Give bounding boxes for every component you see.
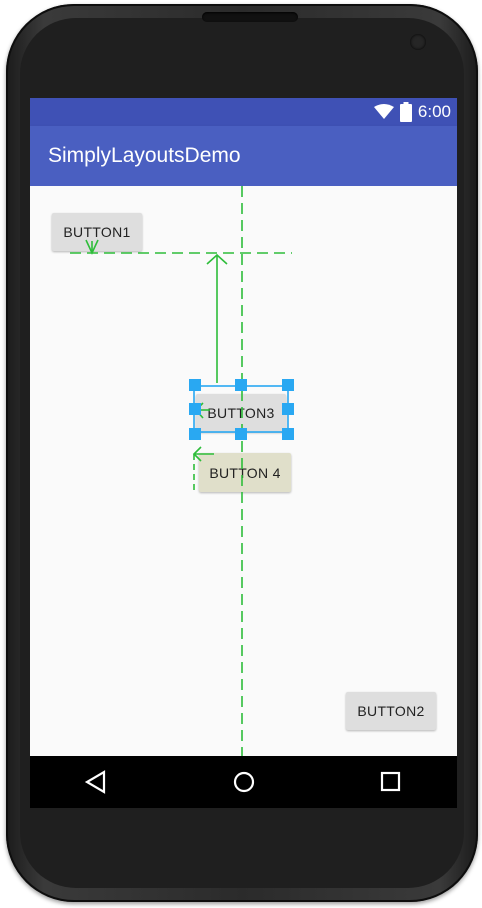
navigation-bar — [30, 756, 457, 808]
button1[interactable]: BUTTON1 — [52, 213, 142, 251]
battery-icon — [399, 102, 412, 122]
app-bar: SimplyLayoutsDemo — [30, 126, 457, 186]
app-title: SimplyLayoutsDemo — [48, 144, 241, 167]
status-time: 6:00 — [417, 102, 451, 121]
button4[interactable]: BUTTON 4 — [199, 453, 291, 492]
button2[interactable]: BUTTON2 — [346, 692, 436, 730]
recents-icon[interactable] — [377, 768, 405, 796]
earpiece-speaker — [202, 12, 298, 22]
layout-canvas[interactable]: BUTTON1 BUTTON3 BUTTON 4 BUTTON2 — [30, 186, 457, 756]
status-bar: 6:00 — [30, 98, 457, 126]
home-icon[interactable] — [230, 768, 258, 796]
back-icon[interactable] — [82, 768, 110, 796]
wifi-icon — [373, 104, 394, 119]
device-screen: 6:00 SimplyLayoutsDemo BUTTON1 BUTTON3 B… — [30, 98, 457, 808]
button3[interactable]: BUTTON3 — [196, 394, 286, 432]
front-camera — [410, 34, 426, 50]
